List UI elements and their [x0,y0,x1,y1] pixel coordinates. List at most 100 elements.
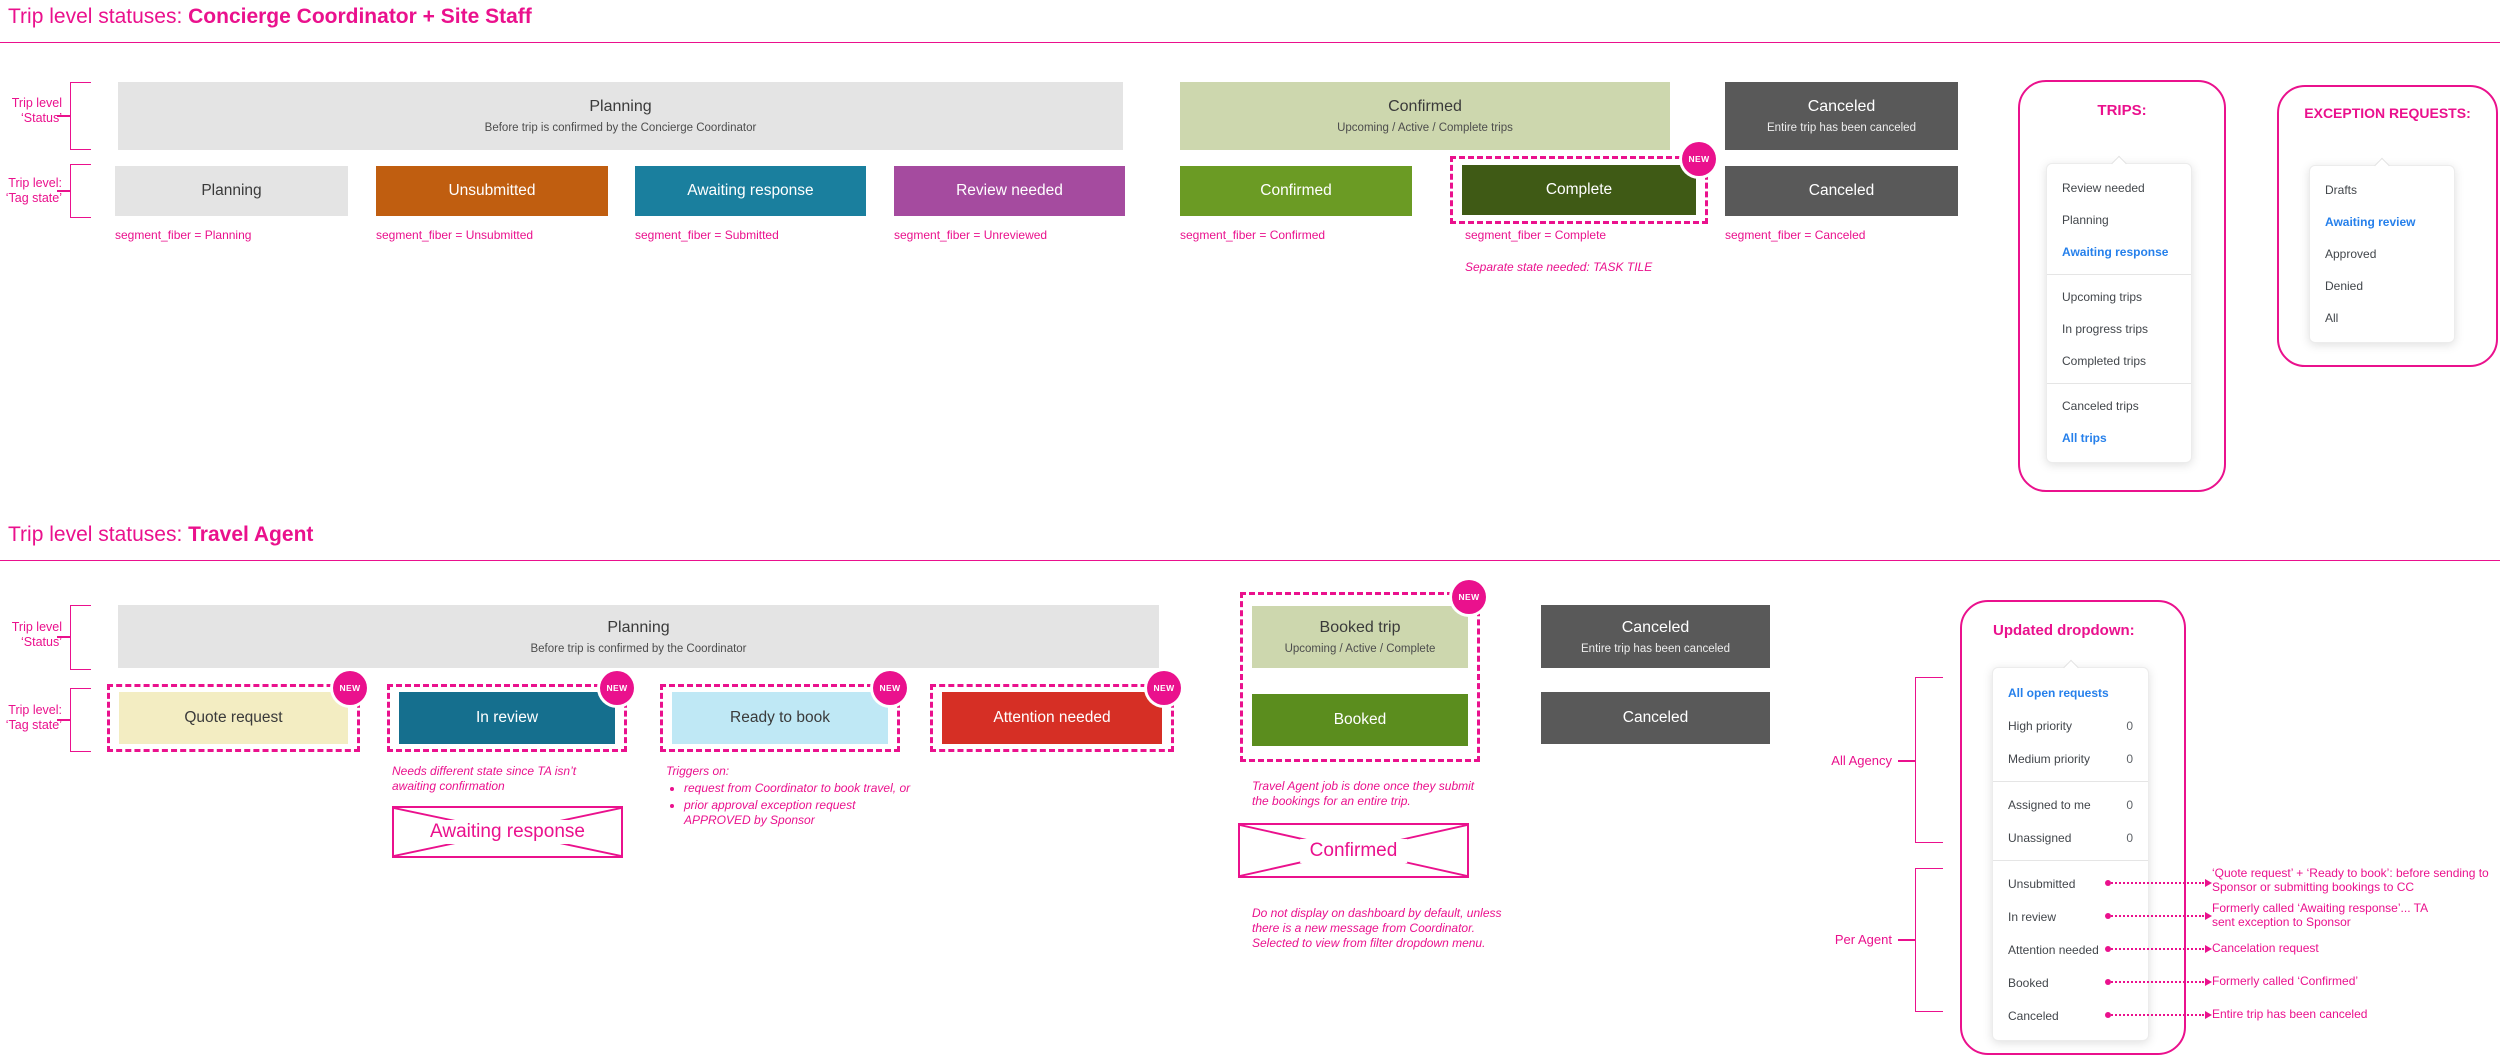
tag-in-review-ta: In review [399,692,615,744]
note-triggers: Triggers on: request from Coordinator to… [666,764,921,830]
menu-item-awaiting-review[interactable]: Awaiting review [2325,215,2416,229]
note-triggers-title: Triggers on: [666,764,730,778]
status-box-planning-ta: Planning Before trip is confirmed by the… [118,605,1159,668]
menu-item-booked[interactable]: Booked [1993,966,2148,999]
menu-divider [1993,860,2148,861]
tag-planning-cc: Planning [115,166,348,216]
menu-item-unassigned[interactable]: Unassigned 0 [1993,821,2148,854]
arrow-note-in-review: Formerly called ‘Awaiting response’... T… [2212,901,2428,929]
tag-review-needed-cc: Review needed [894,166,1125,216]
menu-item-review-needed[interactable]: Review needed [2062,181,2145,195]
bracket-per-agent [1915,868,1943,1012]
tag-awaiting-response-cc: Awaiting response [635,166,866,216]
menu-divider [2047,383,2191,384]
menu-label: Attention needed [2008,942,2099,957]
status-subtitle: Upcoming / Active / Complete trips [1337,122,1513,134]
status-title: Planning [607,618,670,636]
menu-item-denied[interactable]: Denied [2325,279,2364,293]
label-per-agent: Per Agent [1834,932,1892,947]
menu-item-in-progress-trips[interactable]: In progress trips [2062,322,2149,336]
highlight-quote-request: Quote request NEW [107,671,367,752]
arrow-note-canceled: Entire trip has been canceled [2212,1007,2368,1021]
new-badge: NEW [1682,142,1716,176]
highlight-ready-to-book: Ready to book NEW [660,671,907,752]
status-box-canceled-cc: Canceled Entire trip has been canceled [1725,82,1958,150]
status-subtitle: Before trip is confirmed by the Concierg… [484,122,757,134]
menu-item-upcoming-trips[interactable]: Upcoming trips [2062,290,2143,304]
section-title-cc-role: Concierge Coordinator + Site Staff [188,5,532,28]
menu-item-planning[interactable]: Planning [2062,213,2109,227]
label-trip-level-tag-ta: Trip level: ‘Tag state’ [0,703,62,733]
menu-divider [2047,274,2191,275]
menu-item-canceled[interactable]: Canceled [1993,999,2148,1032]
note-triggers-list: request from Coordinator to book travel,… [666,781,921,828]
menu-item-completed-trips[interactable]: Completed trips [2062,354,2147,368]
new-badge: NEW [1452,580,1486,614]
menu-label: Unassigned [2008,830,2072,845]
highlight-booked-ta: Booked trip Upcoming / Active / Complete… [1240,580,1486,762]
label-line2: ‘Status’ [21,111,62,125]
menu-item-all[interactable]: All [2325,311,2339,325]
label-line2: ‘Tag state’ [5,191,62,205]
bracket-tag-cc [70,164,91,218]
note-in-review: Needs different state since TA isn’t awa… [392,764,577,793]
label-trip-level-status-cc: Trip level ‘Status’ [0,96,62,126]
fiber-label-canceled: segment_fiber = Canceled [1725,228,1866,242]
status-title: Canceled [1807,98,1876,115]
status-box-confirmed-cc: Confirmed Upcoming / Active / Complete t… [1180,82,1670,150]
label-line1: Trip level: [8,176,62,190]
fiber-label-planning: segment_fiber = Planning [115,228,252,242]
crossed-label: Confirmed [1299,838,1408,863]
menu-item-awaiting-response[interactable]: Awaiting response [2062,245,2169,259]
menu-label: Booked [2008,975,2049,990]
annotation-arrow-in-review [2105,912,2212,920]
menu-count: 0 [2126,830,2133,845]
exception-requests-dropdown: Drafts Awaiting review Approved Denied A… [2309,165,2455,343]
bracket-dash [57,719,70,721]
menu-label: Unsubmitted [2008,876,2076,891]
fiber-label-confirmed: segment_fiber = Confirmed [1180,228,1326,242]
label-all-agency: All Agency [1831,753,1892,768]
tag-ready-to-book-ta: Ready to book [672,692,888,744]
fiber-label-complete: segment_fiber = Complete [1465,228,1607,242]
menu-label: Canceled [2008,1008,2059,1023]
annotation-arrow-unsubmitted [2105,879,2212,887]
new-badge: NEW [873,671,907,705]
note-triggers-item: request from Coordinator to book travel,… [684,781,921,796]
trips-dropdown: Review needed Planning Awaiting response… [2046,163,2192,463]
status-subtitle: Entire trip has been canceled [1767,122,1916,134]
tag-unsubmitted-cc: Unsubmitted [376,166,608,216]
bracket-dash [57,115,70,117]
tag-attention-needed-ta: Attention needed [942,692,1162,744]
status-box-canceled-ta: Canceled Entire trip has been canceled [1541,605,1770,668]
menu-label: Medium priority [2008,751,2091,766]
label-trip-level-status-ta: Trip level ‘Status’ [0,620,62,650]
menu-item-all-open-requests[interactable]: All open requests [1993,676,2148,709]
bracket-all-agency [1915,677,1943,843]
status-box-planning-cc: Planning Before trip is confirmed by the… [118,82,1123,150]
highlight-attention-needed: Attention needed NEW [930,671,1181,752]
status-title: Confirmed [1388,98,1462,115]
tag-complete-cc: Complete [1462,165,1696,215]
section-divider-ta [0,560,2500,561]
menu-item-unsubmitted[interactable]: Unsubmitted [1993,867,2148,900]
section-title-ta-prefix: Trip level statuses: [8,523,189,546]
menu-item-drafts[interactable]: Drafts [2325,183,2358,197]
annotation-arrow-attention-needed [2105,945,2212,953]
menu-item-approved[interactable]: Approved [2325,247,2377,261]
menu-item-canceled-trips[interactable]: Canceled trips [2062,399,2139,413]
menu-divider [1993,781,2148,782]
note-booked: Travel Agent job is done once they submi… [1252,779,1475,808]
menu-item-in-review[interactable]: In review [1993,900,2148,933]
fiber-label-unreviewed: segment_fiber = Unreviewed [894,228,1048,242]
status-title: Canceled [1621,618,1690,636]
menu-item-attention-needed[interactable]: Attention needed [1993,933,2148,966]
task-tile-note: Separate state needed: TASK TILE [1465,260,1653,274]
tag-booked-ta: Booked [1252,694,1468,746]
menu-item-all-trips[interactable]: All trips [2062,431,2107,445]
status-title: Booked trip [1319,619,1401,636]
